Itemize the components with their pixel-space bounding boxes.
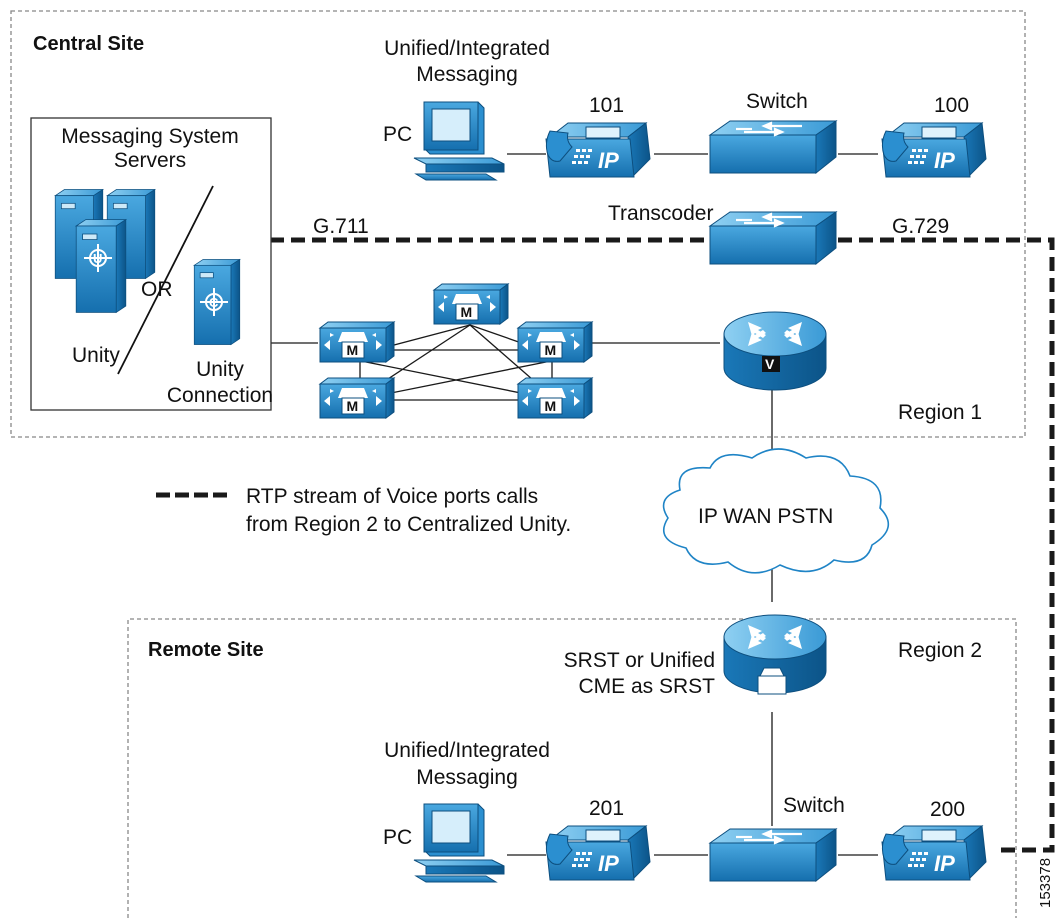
or-divider xyxy=(117,185,214,375)
phone-100-label: 100 xyxy=(934,94,969,117)
call-manager-left[interactable] xyxy=(319,321,395,363)
central-pc-icon[interactable] xyxy=(413,101,505,181)
call-manager-right[interactable] xyxy=(517,321,593,363)
srst-label-line2: CME as SRST xyxy=(578,675,715,698)
connection-badge-text: C xyxy=(209,295,219,310)
servers-title-line1: Messaging System xyxy=(61,125,238,148)
unity-badge-icon xyxy=(84,244,112,272)
phone-201-label: 201 xyxy=(589,797,624,820)
central-pc-label: PC xyxy=(383,123,412,146)
voice-router-badge-text: V xyxy=(765,356,775,372)
cloud-label: IP WAN PSTN xyxy=(698,505,833,528)
unity-connection-label-line1: Unity xyxy=(196,358,244,381)
connection-badge-icon xyxy=(200,288,228,316)
servers-title-line2: Servers xyxy=(114,149,186,172)
phone-100-icon[interactable] xyxy=(881,122,987,178)
codec-g729-label: G.729 xyxy=(892,215,949,238)
remote-messaging-label-line1: Unified/Integrated xyxy=(384,739,550,762)
remote-pc-icon[interactable] xyxy=(413,803,505,883)
codec-g711-label: G.711 xyxy=(313,215,369,238)
ip-wan-pstn-cloud xyxy=(662,448,890,574)
central-switch-label: Switch xyxy=(746,90,808,113)
unity-connection-label-line2: Connection xyxy=(167,384,273,407)
voice-router-badge xyxy=(762,356,780,372)
transcoder-label: Transcoder xyxy=(608,202,713,225)
central-site-boundary xyxy=(10,10,1026,438)
central-messaging-label-line1: Unified/Integrated xyxy=(384,37,550,60)
remote-pc-label: PC xyxy=(383,826,412,849)
rtp-stream-path xyxy=(270,237,1055,853)
phone-200-label: 200 xyxy=(930,798,965,821)
transcoder-icon[interactable] xyxy=(708,210,838,266)
legend-text-line2: from Region 2 to Centralized Unity. xyxy=(246,513,571,536)
region-1-label: Region 1 xyxy=(898,401,982,424)
legend-text-line1: RTP stream of Voice ports calls xyxy=(246,485,538,508)
remote-messaging-label: Unified/Integrated Messaging xyxy=(384,739,550,789)
central-messaging-label-line2: Messaging xyxy=(416,63,518,86)
srst-phone-badge-icon xyxy=(757,667,787,695)
figure-id: 153378 xyxy=(1037,858,1054,908)
central-switch-icon[interactable] xyxy=(708,119,838,175)
central-site-title: Central Site xyxy=(33,33,144,55)
phone-201-icon[interactable] xyxy=(545,825,651,881)
call-manager-bottom-right[interactable] xyxy=(517,377,593,419)
region-2-label: Region 2 xyxy=(898,639,982,662)
remote-messaging-label-line2: Messaging xyxy=(416,766,518,789)
call-manager-bottom-left[interactable] xyxy=(319,377,395,419)
remote-switch-icon[interactable] xyxy=(708,827,838,883)
phone-200-icon[interactable] xyxy=(881,825,987,881)
unity-label: Unity xyxy=(72,344,120,367)
voice-router-icon[interactable] xyxy=(723,311,827,391)
call-manager-top[interactable] xyxy=(433,283,509,325)
remote-site-boundary xyxy=(127,618,1017,918)
unity-badge-text: U xyxy=(93,251,102,266)
central-messaging-label: Unified/Integrated Messaging xyxy=(384,37,550,86)
or-label: OR xyxy=(141,278,173,301)
phone-101-label: 101 xyxy=(589,94,624,117)
remote-site-title: Remote Site xyxy=(148,639,264,661)
srst-label-line1: SRST or Unified xyxy=(564,649,715,672)
remote-switch-label: Switch xyxy=(783,794,845,817)
phone-101-icon[interactable] xyxy=(545,122,651,178)
